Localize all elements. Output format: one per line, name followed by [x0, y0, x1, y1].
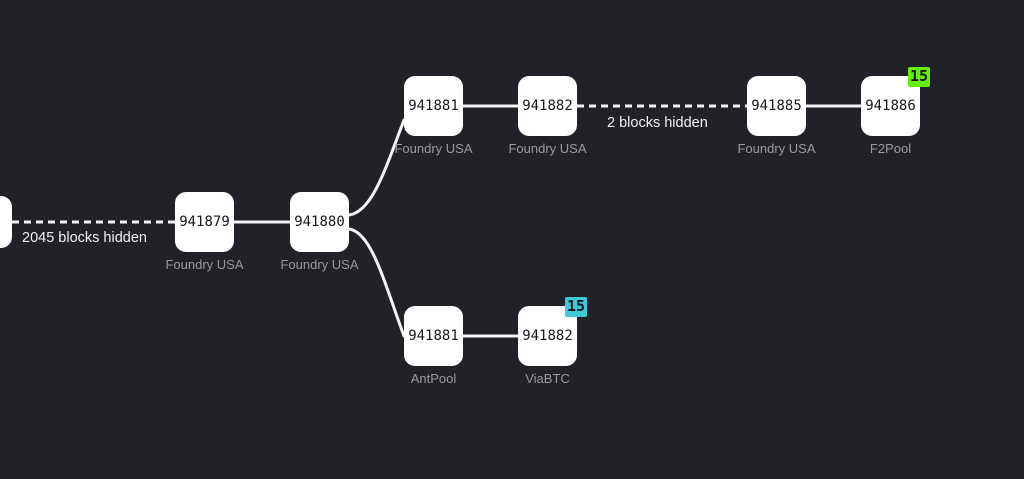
block-node[interactable]: 941882	[518, 76, 577, 136]
block-node[interactable]: 941885	[747, 76, 806, 136]
mining-pool-label: F2Pool	[869, 141, 912, 156]
mining-pool-label: ViaBTC	[525, 371, 570, 386]
edge-curve	[347, 227, 406, 338]
block-node[interactable]: 941881	[404, 76, 463, 136]
mining-pool-label: Foundry USA	[165, 257, 244, 272]
block-node[interactable]: 941881	[404, 306, 463, 366]
block-count-badge[interactable]: 15	[565, 297, 588, 317]
block-height-label: 941886	[865, 98, 916, 114]
mining-pool-label: Foundry USA	[394, 141, 473, 156]
mining-pool-label: Foundry USA	[737, 141, 816, 156]
mining-pool-label: AntPool	[410, 371, 457, 386]
block-height-label: 941885	[751, 98, 802, 114]
edge-curve	[347, 118, 406, 217]
hidden-blocks-label: 2045 blocks hidden	[22, 230, 147, 246]
mining-pool-label: Foundry USA	[280, 257, 359, 272]
block-height-label: 941881	[408, 328, 459, 344]
block-height-label: 941882	[522, 98, 573, 114]
block-height-label: 941880	[294, 214, 345, 230]
block-height-label: 941879	[179, 214, 230, 230]
block-node[interactable]: 941880	[290, 192, 349, 252]
block-count-badge[interactable]: 15	[908, 67, 931, 87]
mining-pool-label: Foundry USA	[508, 141, 587, 156]
hidden-blocks-label: 2 blocks hidden	[607, 115, 708, 131]
block-height-label: 941881	[408, 98, 459, 114]
block-node-clipped[interactable]	[0, 196, 12, 248]
block-node[interactable]: 941879	[175, 192, 234, 252]
block-height-label: 941882	[522, 328, 573, 344]
